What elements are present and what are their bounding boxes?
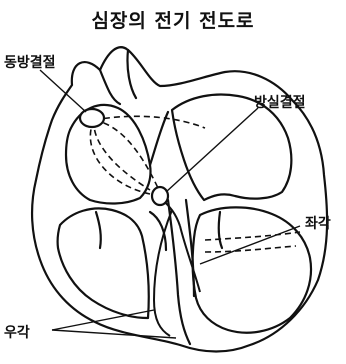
right-branch-leader-1: [52, 310, 154, 330]
internodal-path-1: [94, 120, 150, 190]
left-branch-leader: [200, 226, 300, 264]
left-ventricle: [193, 207, 311, 332]
sa-node: [80, 109, 104, 127]
av-node: [152, 187, 168, 205]
left-branch-label: 좌각: [305, 213, 331, 233]
atrial-septum: [150, 112, 168, 165]
vessel-left: [100, 70, 120, 104]
bachmann-bundle: [94, 116, 205, 128]
av-node-label: 방실결절: [254, 92, 306, 112]
right-atrium: [66, 105, 151, 204]
valve-left-hook: [96, 212, 101, 248]
right-ventricle: [58, 208, 149, 318]
right-branch-leader-2: [52, 330, 176, 338]
right-branch-label: 우각: [4, 322, 30, 342]
sa-node-leader: [40, 70, 86, 112]
valve-right-hook: [219, 212, 222, 248]
sa-node-label: 동방결절: [4, 52, 56, 72]
left-branch-dashed-2: [205, 246, 296, 252]
